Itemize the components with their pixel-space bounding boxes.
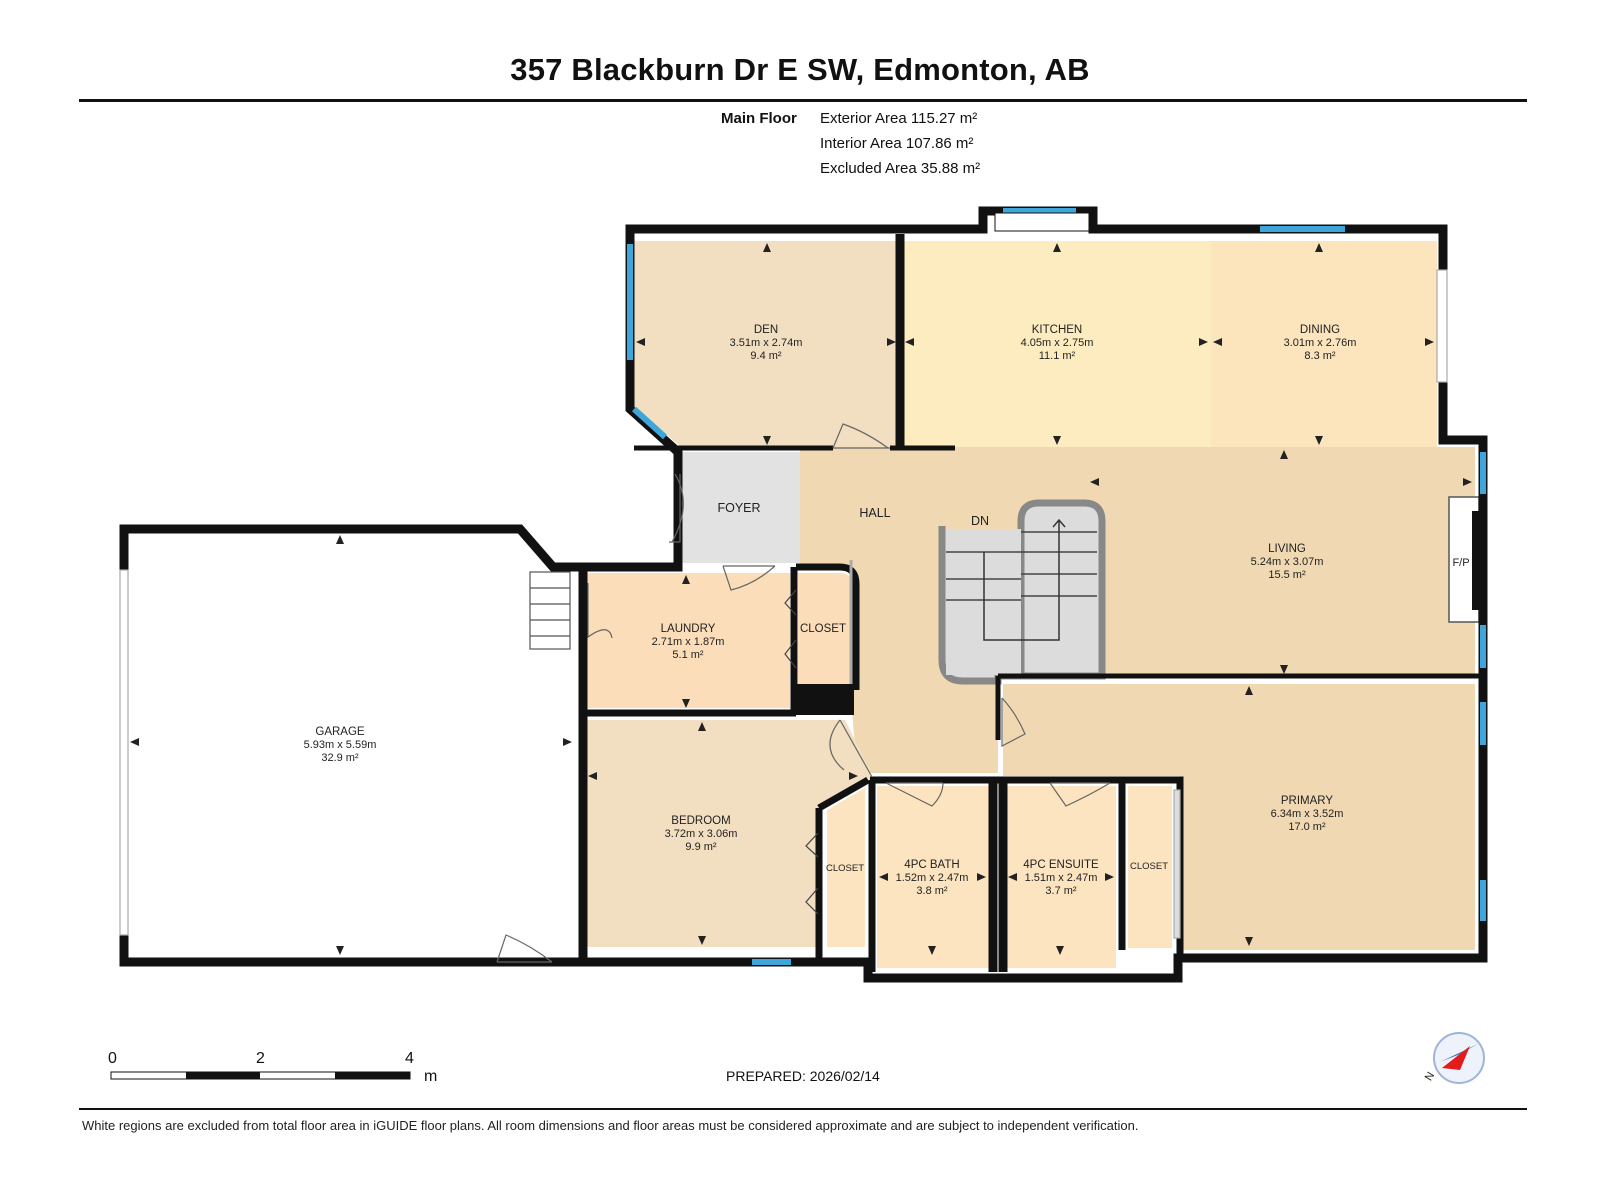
- scale-unit: m: [424, 1068, 438, 1085]
- bedroom-fill: [587, 720, 870, 947]
- kitchen-dims: 4.05m x 2.75m: [1021, 337, 1094, 349]
- hall-fill: [800, 447, 1475, 773]
- scale-label-2: 2: [256, 1050, 265, 1067]
- foyer-fill: [680, 452, 800, 563]
- primary-fill: [1003, 684, 1475, 950]
- dining-dims: 3.01m x 2.76m: [1284, 337, 1357, 349]
- staircase: [938, 499, 1106, 685]
- den-area: 9.4 m²: [750, 350, 782, 362]
- garage-area: 32.9 m²: [321, 752, 359, 764]
- primary-area: 17.0 m²: [1288, 821, 1326, 833]
- closet-primary-name: CLOSET: [1130, 861, 1168, 872]
- laundry-area: 5.1 m²: [672, 649, 704, 661]
- ensuite-fill: [1006, 786, 1116, 968]
- ensuite-area: 3.7 m²: [1045, 885, 1077, 897]
- bath-name: 4PC BATH: [904, 859, 959, 871]
- stairs-label: DN: [971, 514, 989, 528]
- bedroom-name: BEDROOM: [671, 815, 730, 827]
- floor-label: Main Floor: [721, 110, 797, 127]
- closet-bedroom-fill: [827, 788, 865, 947]
- interior-area: Interior Area 107.86 m²: [820, 135, 974, 152]
- den-dims: 3.51m x 2.74m: [730, 337, 803, 349]
- garage-dims: 5.93m x 5.59m: [304, 739, 377, 751]
- laundry-dims: 2.71m x 1.87m: [652, 636, 725, 648]
- den-fill: [634, 241, 898, 448]
- window-den-diag: [631, 406, 668, 440]
- kitchen-area: 11.1 m²: [1039, 350, 1076, 362]
- bedroom-area: 9.9 m²: [685, 841, 717, 853]
- dining-area: 8.3 m²: [1304, 350, 1336, 362]
- kitchen-fill: [903, 241, 1211, 448]
- windows: [627, 208, 1486, 965]
- ensuite-dims: 1.51m x 2.47m: [1025, 872, 1098, 884]
- doors: [119, 212, 1448, 963]
- dining-name: DINING: [1300, 324, 1340, 336]
- closet-bedroom-name: CLOSET: [826, 863, 864, 874]
- den-name: DEN: [754, 324, 778, 336]
- ensuite-name: 4PC ENSUITE: [1023, 859, 1099, 871]
- room-fills: [587, 241, 1475, 968]
- bath-dims: 1.52m x 2.47m: [896, 872, 969, 884]
- bath-fill: [877, 786, 989, 968]
- closet-hall-fill: [798, 573, 852, 684]
- walls: [119, 206, 1488, 983]
- header-rule: [79, 99, 1527, 102]
- closet-hall-name: CLOSET: [800, 623, 846, 635]
- primary-dims: 6.34m x 3.52m: [1271, 808, 1344, 820]
- page-title: 357 Blackburn Dr E SW, Edmonton, AB: [510, 52, 1090, 87]
- room-labels: DEN 3.51m x 2.74m 9.4 m² KITCHEN 4.05m x…: [304, 324, 1470, 897]
- dining-fill: [1211, 241, 1437, 448]
- living-dims: 5.24m x 3.07m: [1251, 556, 1324, 568]
- compass-label: N: [1423, 1070, 1437, 1083]
- living-area: 15.5 m²: [1268, 569, 1306, 581]
- closet-primary-fill: [1128, 786, 1172, 948]
- foyer-name: FOYER: [717, 501, 760, 515]
- prepared-date: PREPARED: 2026/02/14: [726, 1068, 880, 1084]
- primary-name: PRIMARY: [1281, 795, 1334, 807]
- laundry-fill: [587, 573, 790, 708]
- bedroom-dims: 3.72m x 3.06m: [665, 828, 738, 840]
- living-name: LIVING: [1268, 543, 1306, 555]
- bath-area: 3.8 m²: [916, 885, 948, 897]
- laundry-name: LAUNDRY: [661, 623, 716, 635]
- excluded-area: Excluded Area 35.88 m²: [820, 160, 981, 177]
- footnote: White regions are excluded from total fl…: [82, 1118, 1139, 1133]
- north-arrow-icon: N: [1423, 1032, 1485, 1084]
- garage-name: GARAGE: [315, 726, 365, 738]
- kitchen-name: KITCHEN: [1032, 324, 1082, 336]
- fireplace-label: F/P: [1452, 557, 1469, 569]
- hall-name: HALL: [859, 506, 890, 520]
- scale-label-0: 0: [108, 1050, 117, 1067]
- footer-rule: [79, 1108, 1527, 1110]
- exterior-area: Exterior Area 115.27 m²: [820, 110, 978, 127]
- scale-bar: [110, 1071, 411, 1080]
- scale-label-4: 4: [405, 1050, 414, 1067]
